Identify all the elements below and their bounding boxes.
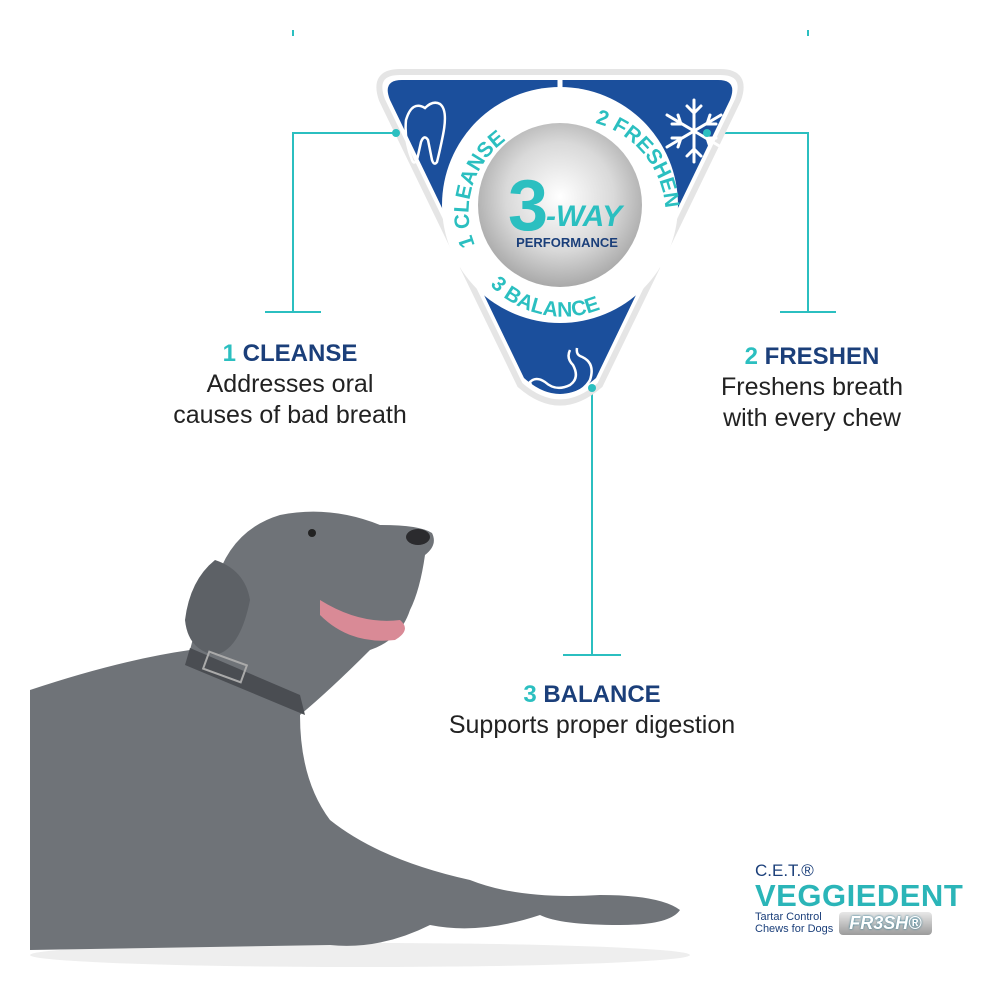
badge-center: [478, 123, 642, 287]
feature-balance-number: 3: [523, 681, 537, 708]
feature-freshen: 2 FRESHEN Freshens breath with every che…: [662, 341, 962, 434]
feature-cleanse-line1: Addresses oral: [206, 370, 374, 398]
stomach-icon: [528, 347, 593, 397]
leader-line-freshen: [705, 132, 809, 312]
snowflake-icon: [665, 98, 723, 164]
feature-balance-line1: Supports proper digestion: [448, 711, 736, 739]
feature-cleanse: 1 CLEANSE Addresses oral causes of bad b…: [140, 338, 440, 431]
feature-cleanse-line2: causes of bad breath: [173, 401, 407, 429]
badge-way: -WAY: [546, 200, 625, 233]
tooth-icon: [404, 101, 447, 165]
logo-tagline-2: Chews for Dogs: [755, 923, 834, 935]
feature-freshen-line2: with every chew: [723, 404, 901, 432]
feature-freshen-title: FRESHEN: [764, 343, 880, 370]
logo-brand: VEGGIEDENT: [755, 878, 964, 913]
leader-line-cleanse: [292, 132, 398, 312]
logo-cet: C.E.T.®: [755, 861, 814, 880]
feature-freshen-line1: Freshens breath: [720, 373, 904, 401]
feature-cleanse-title: CLEANSE: [242, 340, 358, 367]
logo-variant: FR3SH®: [839, 911, 932, 935]
feature-freshen-number: 2: [744, 343, 758, 370]
feature-cleanse-number: 1: [222, 340, 236, 367]
dog-image: [30, 511, 690, 967]
feature-balance-title: BALANCE: [543, 681, 661, 708]
feature-balance: 3 BALANCE Supports proper digestion: [392, 679, 792, 741]
badge-performance: PERFORMANCE: [516, 235, 618, 250]
three-way-badge: 3 -WAY PERFORMANCE 1 CLEANSE 2 FRESHEN 3…: [376, 69, 744, 406]
logo-tagline-1: Tartar Control: [755, 911, 822, 923]
badge-big-number: 3: [508, 166, 548, 246]
